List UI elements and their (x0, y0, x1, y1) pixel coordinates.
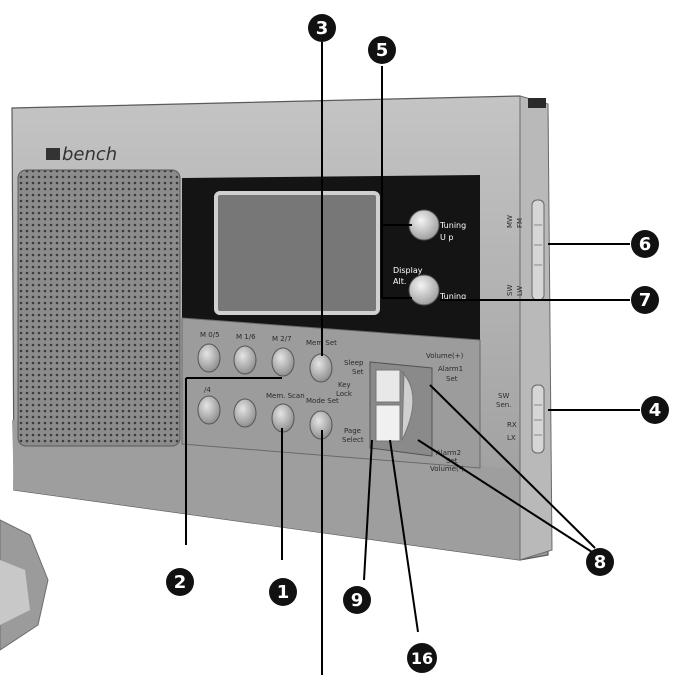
tuning-up-knob[interactable] (408, 209, 440, 241)
speaker-grille (17, 169, 181, 447)
mw-label: MW (506, 215, 514, 228)
adapter-partial (0, 519, 49, 651)
fm-label: FM (516, 218, 524, 228)
mem-set-button[interactable] (309, 353, 333, 383)
svg-text:16: 16 (411, 649, 433, 668)
rx-label: RX (507, 421, 517, 429)
callout-9: 9 (343, 586, 371, 614)
alarm1-label: Alarm1 (438, 365, 463, 373)
m16-label: M 1/6 (236, 333, 256, 341)
callout-2: 2 (166, 568, 194, 596)
callout-1: 1 (269, 578, 297, 606)
svg-text:5: 5 (376, 40, 389, 61)
mem-scan-button[interactable] (271, 403, 295, 433)
volume-rocker[interactable] (400, 371, 414, 441)
callout-7: 7 (631, 286, 659, 314)
m05-button[interactable] (197, 343, 221, 373)
svg-text:4: 4 (649, 400, 662, 421)
svg-text:1: 1 (277, 582, 290, 603)
m27-label: M 2/7 (272, 335, 292, 343)
key-lock-label-b: Lock (336, 390, 353, 398)
mode-set-label: Mode Set (306, 397, 339, 405)
m4-button[interactable] (197, 395, 221, 425)
svg-text:6: 6 (639, 234, 652, 255)
lcd-screen (214, 191, 380, 315)
alarm2-label: Alarm2 (436, 449, 461, 457)
svg-text:9: 9 (351, 590, 364, 611)
key-lock-label: Key (338, 381, 351, 389)
m05-label: M 0/5 (200, 331, 220, 339)
tuning-up-label-b: U p (440, 233, 453, 242)
sw-sens-switch[interactable] (531, 384, 545, 454)
callout-16: 16 (407, 643, 437, 673)
svg-text:2: 2 (174, 572, 187, 593)
m27-button[interactable] (271, 347, 295, 377)
leader-lines (185, 42, 640, 675)
lx-label: LX (507, 434, 516, 442)
callout-5: 5 (368, 36, 396, 64)
sleep-set-label-b: Set (352, 368, 364, 376)
sleep-rocker-button[interactable] (375, 369, 401, 403)
tuning-down-label: Tuning (439, 292, 466, 301)
sw-sen-label-b: Sen. (496, 401, 511, 409)
brand-text: bench (62, 144, 117, 165)
tuning-down-knob[interactable] (408, 274, 440, 306)
volume-minus-label: Volume(-) (430, 465, 464, 473)
m16-button[interactable] (233, 345, 257, 375)
sleep-set-label: Sleep (344, 359, 364, 367)
svg-text:7: 7 (639, 290, 652, 311)
callout-8: 8 (586, 548, 614, 576)
m4-label: /4 (204, 386, 211, 394)
page-select-label: Page (344, 427, 361, 435)
mem-scan-label: Mem. Scan (266, 392, 305, 400)
svg-text:8: 8 (594, 552, 607, 573)
callout-4: 4 (641, 396, 669, 424)
sw-label: SW (506, 285, 514, 296)
callout-3: 3 (308, 14, 336, 42)
antenna-tip (528, 98, 546, 108)
display-alt-label: Display (393, 266, 423, 275)
tuning-up-label: Tuning (439, 221, 466, 230)
svg-text:3: 3 (316, 18, 329, 39)
alarm1-set-label: Set (446, 375, 458, 383)
callout-6: 6 (631, 230, 659, 258)
sw-sen-label: SW (498, 392, 509, 400)
brand-logo: bench (46, 144, 117, 165)
volume-plus-label: Volume(+) (426, 352, 464, 360)
lw-label: LW (516, 286, 524, 296)
m5-button[interactable] (233, 398, 257, 428)
rocker-pad[interactable] (369, 361, 433, 457)
page-select-label-b: Select (342, 436, 364, 444)
band-selector[interactable] (531, 199, 545, 301)
display-alt-label-b: Alt. (393, 277, 406, 286)
page-rocker-button[interactable] (375, 404, 401, 442)
